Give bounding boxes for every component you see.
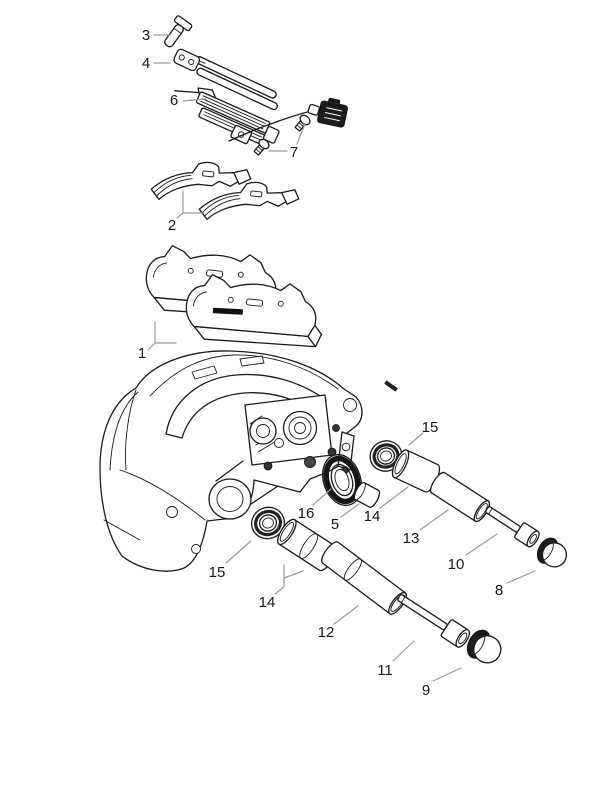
part-piston-boot bbox=[322, 453, 362, 507]
leader-16 bbox=[312, 488, 332, 506]
part-seal-ring-lower bbox=[250, 506, 286, 540]
leader-15-upper bbox=[408, 432, 424, 446]
sensor-cable bbox=[228, 97, 348, 142]
part-cap-upper bbox=[536, 537, 568, 568]
part-guide-pin-bolt-short bbox=[485, 506, 540, 548]
part-brake-pad-front bbox=[185, 274, 323, 348]
leader-10 bbox=[465, 533, 498, 556]
leader-7 bbox=[268, 123, 306, 152]
caliper-body bbox=[99, 350, 398, 572]
callout-3: 3 bbox=[142, 27, 150, 44]
callout-1: 1 bbox=[138, 345, 146, 362]
sensor-connector bbox=[317, 97, 348, 128]
callout-13: 13 bbox=[403, 530, 420, 547]
leader-5 bbox=[340, 503, 360, 518]
leader-14-upper bbox=[379, 486, 409, 509]
part-pad-retainer-bar bbox=[173, 48, 279, 111]
part-cap-lower bbox=[466, 629, 502, 664]
callout-14-upper: 14 bbox=[364, 508, 381, 525]
part-seal-ring-upper bbox=[369, 440, 403, 472]
leader-9 bbox=[432, 667, 462, 682]
callout-16: 16 bbox=[298, 505, 315, 522]
part-guide-bushing-upper bbox=[391, 449, 441, 493]
leader-lines bbox=[147, 34, 536, 682]
callout-15-lower: 15 bbox=[209, 564, 226, 581]
part-screw-b bbox=[253, 138, 270, 156]
part-pad-spring-a bbox=[150, 161, 252, 201]
part-pad-spring-b bbox=[198, 181, 300, 221]
leader-11 bbox=[392, 640, 415, 662]
part-guide-pin-bolt-long bbox=[397, 594, 471, 648]
callout-6: 6 bbox=[170, 92, 178, 109]
leader-12 bbox=[333, 605, 359, 625]
leader-1 bbox=[147, 321, 177, 351]
part-guide-sleeve-short bbox=[430, 471, 491, 523]
part-screw-a bbox=[294, 114, 311, 132]
callout-8: 8 bbox=[495, 582, 503, 599]
callout-11: 11 bbox=[377, 662, 393, 679]
leader-14-lower bbox=[274, 564, 304, 595]
sensor-holder-block bbox=[230, 124, 253, 145]
callout-9: 9 bbox=[422, 682, 430, 699]
callout-14-lower: 14 bbox=[259, 594, 276, 611]
callout-labels: 3 4 6 7 2 1 15 16 5 14 13 10 8 15 14 12 … bbox=[138, 27, 503, 699]
callout-10: 10 bbox=[448, 556, 465, 573]
leader-2 bbox=[176, 190, 205, 219]
callout-2: 2 bbox=[168, 217, 176, 234]
callout-15-upper: 15 bbox=[422, 419, 439, 436]
callout-4: 4 bbox=[142, 55, 150, 72]
leader-6 bbox=[182, 98, 207, 102]
part-small-bushing bbox=[353, 482, 381, 508]
leader-13 bbox=[419, 509, 449, 531]
leader-8 bbox=[506, 570, 536, 584]
leader-15-lower bbox=[225, 540, 252, 564]
callout-7: 7 bbox=[290, 144, 298, 161]
part-guide-sleeve-long bbox=[321, 541, 407, 615]
part-retaining-pin bbox=[164, 15, 193, 48]
callout-5: 5 bbox=[331, 516, 339, 533]
callout-12: 12 bbox=[318, 624, 335, 641]
